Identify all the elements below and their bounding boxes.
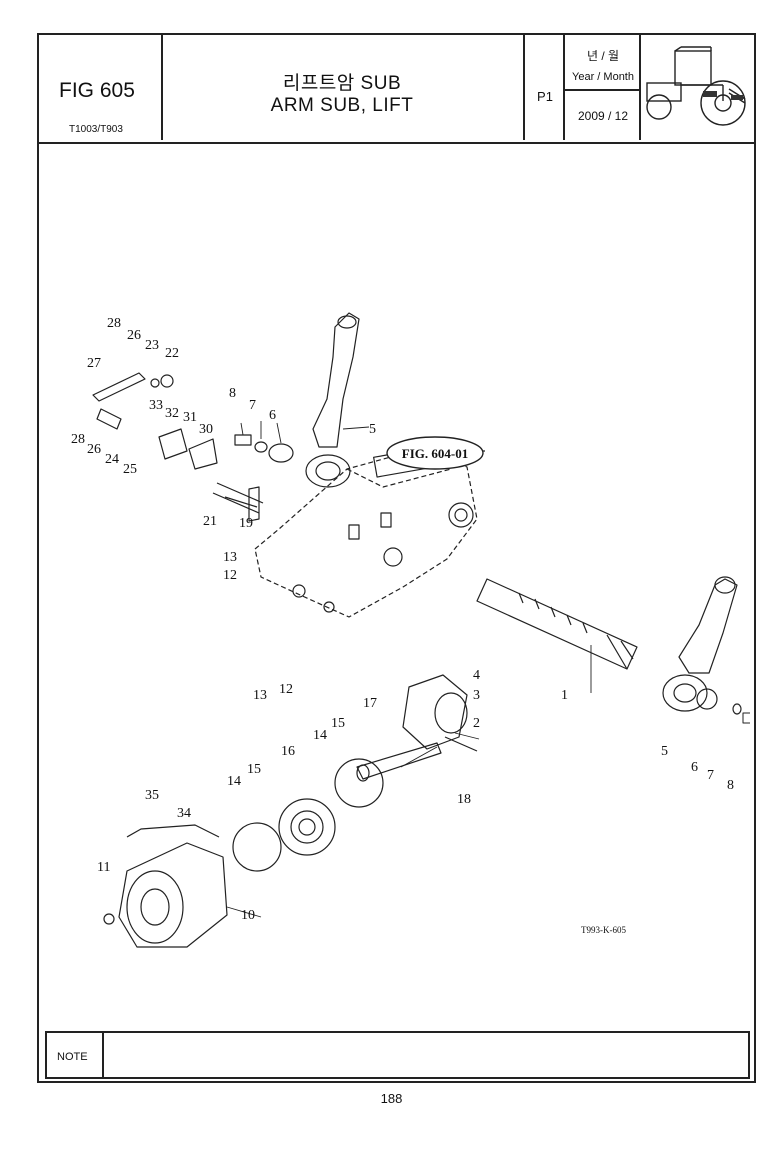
callout-31: 31 xyxy=(183,410,197,425)
figure-number: FIG 605 xyxy=(59,79,135,102)
callout-4: 4 xyxy=(473,668,480,683)
callout-30: 30 xyxy=(199,422,213,437)
parts-diagram: FIG. 604-01 28 26 23 22 27 28 26 24 25 3… xyxy=(71,312,750,948)
note-separator xyxy=(102,1033,104,1077)
page-frame: FIG 605 T1003/T903 리프트암 SUB ARM SUB, LIF… xyxy=(37,33,756,1083)
callout-17: 17 xyxy=(363,696,377,711)
callout-18: 18 xyxy=(457,792,471,807)
callout-32: 32 xyxy=(165,406,179,421)
callout-5-b: 5 xyxy=(661,744,668,759)
callout-22: 22 xyxy=(165,346,179,361)
callout-3: 3 xyxy=(473,688,480,703)
callout-13-a: 13 xyxy=(223,550,237,565)
callout-19: 19 xyxy=(239,516,253,531)
note-label: NOTE xyxy=(57,1051,88,1063)
title-cell xyxy=(163,35,525,140)
page-code: P1 xyxy=(537,89,553,104)
callout-14-b: 14 xyxy=(227,774,241,789)
tractor-icon xyxy=(646,46,746,126)
callout-10: 10 xyxy=(241,908,255,923)
callout-13-b: 13 xyxy=(253,688,267,703)
callout-23: 23 xyxy=(145,338,159,353)
revision-date: 2009 / 12 xyxy=(577,109,629,123)
title-korean: 리프트암 SUB xyxy=(282,73,402,94)
title-english: ARM SUB, LIFT xyxy=(270,95,414,116)
callout-11: 11 xyxy=(97,860,110,875)
note-row: NOTE xyxy=(45,1031,750,1079)
callout-8-a: 8 xyxy=(229,386,236,401)
drawing-code: T993-K-605 xyxy=(581,925,626,935)
callout-7-a: 7 xyxy=(249,398,256,413)
date-cell xyxy=(565,35,641,140)
year-month-label-ko: 년 / 월 xyxy=(586,49,620,63)
model-codes: T1003/T903 xyxy=(69,124,123,135)
callout-5-a: 5 xyxy=(369,422,376,437)
callout-6-a: 6 xyxy=(269,408,276,423)
callout-33: 33 xyxy=(149,398,163,413)
callout-21: 21 xyxy=(203,514,217,529)
title-block: FIG 605 T1003/T903 리프트암 SUB ARM SUB, LIF… xyxy=(39,35,754,144)
ref-callout: FIG. 604-01 xyxy=(402,446,468,461)
callout-1: 1 xyxy=(561,688,568,703)
callout-15-b: 15 xyxy=(247,762,261,777)
page-code-cell xyxy=(525,35,565,140)
year-month-label-en: Year / Month xyxy=(572,71,634,83)
date-divider xyxy=(565,89,641,91)
callout-24: 24 xyxy=(105,452,119,467)
callout-26-b: 26 xyxy=(87,442,101,457)
fig-cell xyxy=(39,35,163,140)
callout-15-a: 15 xyxy=(331,716,345,731)
callout-28-a: 28 xyxy=(107,316,121,331)
callout-14-a: 14 xyxy=(313,728,327,743)
callout-35: 35 xyxy=(145,788,159,803)
callout-12-a: 12 xyxy=(223,568,237,583)
callout-6-b: 6 xyxy=(691,760,698,775)
callout-28-b: 28 xyxy=(71,432,85,447)
callout-12-b: 12 xyxy=(279,682,293,697)
callout-26-a: 26 xyxy=(127,328,141,343)
callout-34: 34 xyxy=(177,806,191,821)
page-number: 188 xyxy=(380,1091,403,1106)
callout-7-b: 7 xyxy=(707,768,714,783)
callout-2: 2 xyxy=(473,716,480,731)
callout-25: 25 xyxy=(123,462,137,477)
callout-27: 27 xyxy=(87,356,101,371)
callout-8-b: 8 xyxy=(727,778,734,793)
callout-16: 16 xyxy=(281,744,295,759)
